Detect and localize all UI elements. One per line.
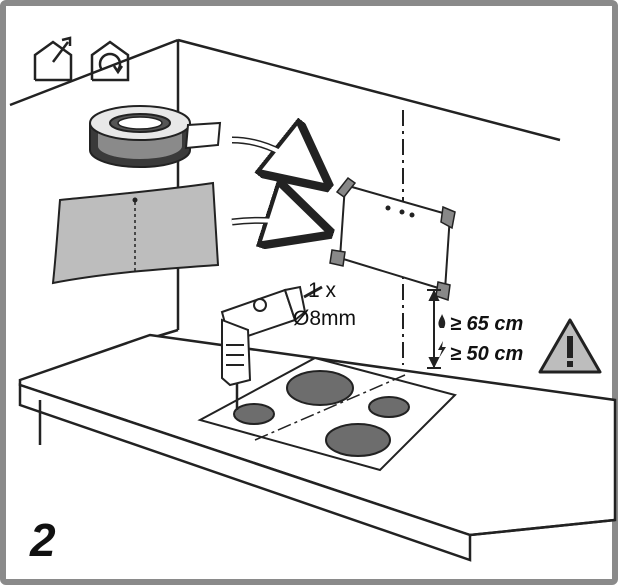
house-exhaust-outlet-icon xyxy=(33,36,73,82)
warning-triangle-icon xyxy=(538,318,602,374)
wall xyxy=(9,38,561,342)
drill-diameter-label: Ø8mm xyxy=(293,307,356,330)
step-number: 2 xyxy=(29,514,56,566)
burner-small-left xyxy=(233,403,275,425)
burner-small-right xyxy=(368,396,410,418)
gas-flame-icon xyxy=(438,314,446,328)
hob xyxy=(197,356,457,472)
arrow-template-to-wall-inner xyxy=(231,218,321,232)
house-recirculation-icon xyxy=(90,40,130,82)
arrow-tape-to-wall-inner xyxy=(231,138,322,182)
tape-roll xyxy=(89,105,222,168)
drill xyxy=(220,285,323,410)
paper-template xyxy=(51,181,220,285)
burner-large-front xyxy=(325,423,391,457)
measurement-electric-label: ≥ 50 cm xyxy=(450,343,523,365)
measurement-gas-label: ≥ 65 cm xyxy=(450,313,523,335)
drill-quantity-label: 1 x xyxy=(308,279,337,302)
measurement-bracket xyxy=(427,289,441,369)
wall-template xyxy=(329,176,456,301)
electric-bolt-icon xyxy=(438,341,446,358)
burner-large-back xyxy=(286,370,354,406)
